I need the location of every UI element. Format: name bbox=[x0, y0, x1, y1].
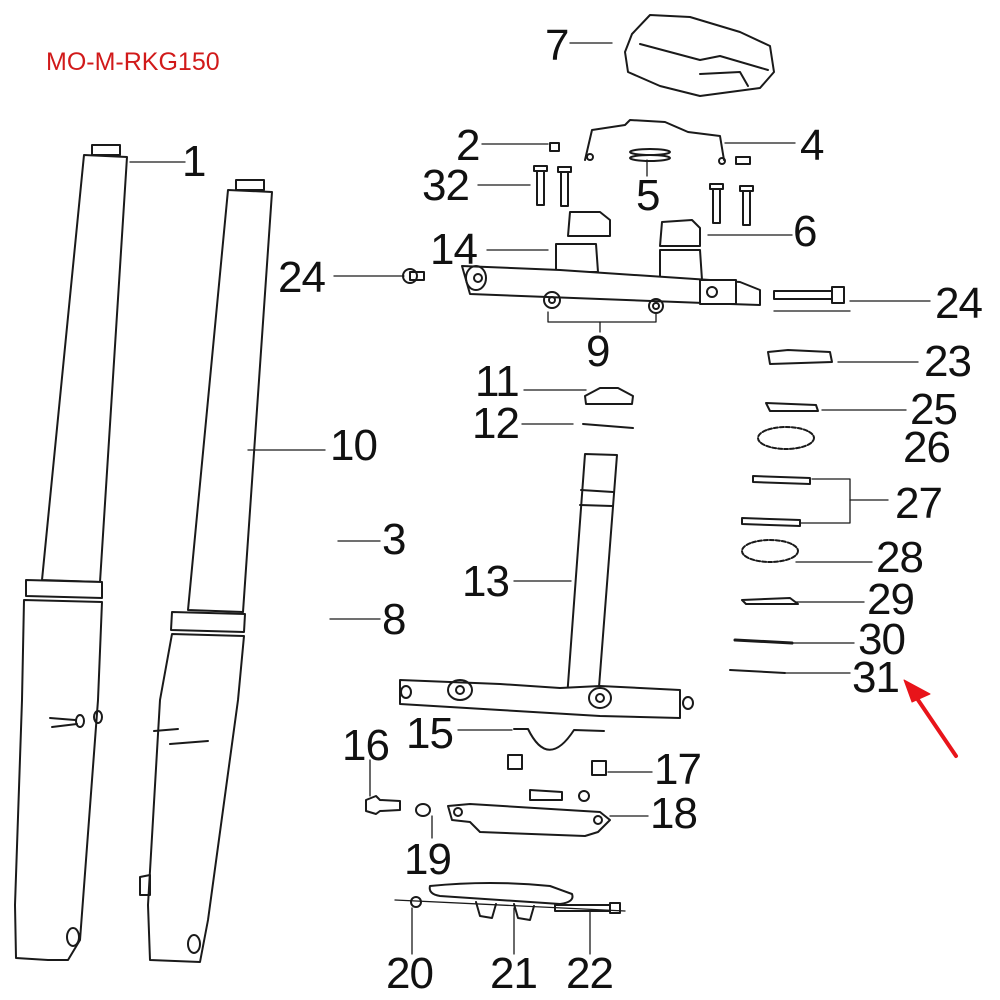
callout-21: 21 bbox=[490, 949, 538, 998]
highlight-arrow bbox=[903, 679, 958, 758]
callout-22: 22 bbox=[566, 949, 614, 998]
callout-23: 23 bbox=[924, 337, 972, 386]
callout-17: 17 bbox=[654, 745, 702, 794]
part-4-bracket bbox=[584, 119, 725, 161]
callout-11: 11 bbox=[475, 357, 520, 406]
callout-8: 8 bbox=[382, 595, 407, 644]
callout-26: 26 bbox=[903, 423, 951, 472]
callout-15: 15 bbox=[406, 709, 454, 758]
callout-24-left: 24 bbox=[278, 253, 326, 302]
part-18-bracket bbox=[447, 803, 611, 837]
callout-1: 1 bbox=[182, 137, 207, 186]
callout-14: 14 bbox=[430, 225, 478, 274]
callout-32: 32 bbox=[422, 161, 470, 210]
bearing-stack bbox=[729, 349, 833, 674]
callout-9: 9 bbox=[586, 327, 611, 376]
callout-18: 18 bbox=[650, 789, 698, 838]
callout-19: 19 bbox=[404, 835, 452, 884]
part-32-bolts bbox=[533, 165, 754, 226]
leader-lines bbox=[129, 42, 931, 955]
callout-3: 3 bbox=[382, 515, 407, 564]
callout-4: 4 bbox=[800, 121, 825, 170]
fork-tube-right bbox=[139, 179, 273, 963]
callout-7: 7 bbox=[545, 21, 570, 70]
callout-16: 16 bbox=[342, 721, 390, 770]
callout-13: 13 bbox=[462, 557, 510, 606]
callout-6: 6 bbox=[793, 207, 818, 256]
callout-24-right: 24 bbox=[935, 279, 983, 328]
callout-27: 27 bbox=[895, 479, 943, 528]
callout-20: 20 bbox=[386, 949, 434, 998]
part-14-upper-triple-clamp bbox=[461, 243, 761, 314]
lower-triple-clamp bbox=[399, 679, 694, 719]
model-code-label: MO-M-RKG150 bbox=[46, 48, 220, 76]
callout-30: 30 bbox=[858, 615, 906, 664]
callout-2: 2 bbox=[456, 121, 481, 170]
callout-31: 31 bbox=[852, 653, 900, 702]
fork-tube-left bbox=[14, 144, 128, 961]
callout-5: 5 bbox=[636, 171, 661, 220]
callout-10: 10 bbox=[330, 421, 378, 470]
callout-29: 29 bbox=[867, 575, 915, 624]
callout-25: 25 bbox=[910, 385, 958, 434]
callout-28: 28 bbox=[876, 533, 924, 582]
part-7-cover bbox=[624, 14, 775, 97]
callout-12: 12 bbox=[472, 399, 520, 448]
